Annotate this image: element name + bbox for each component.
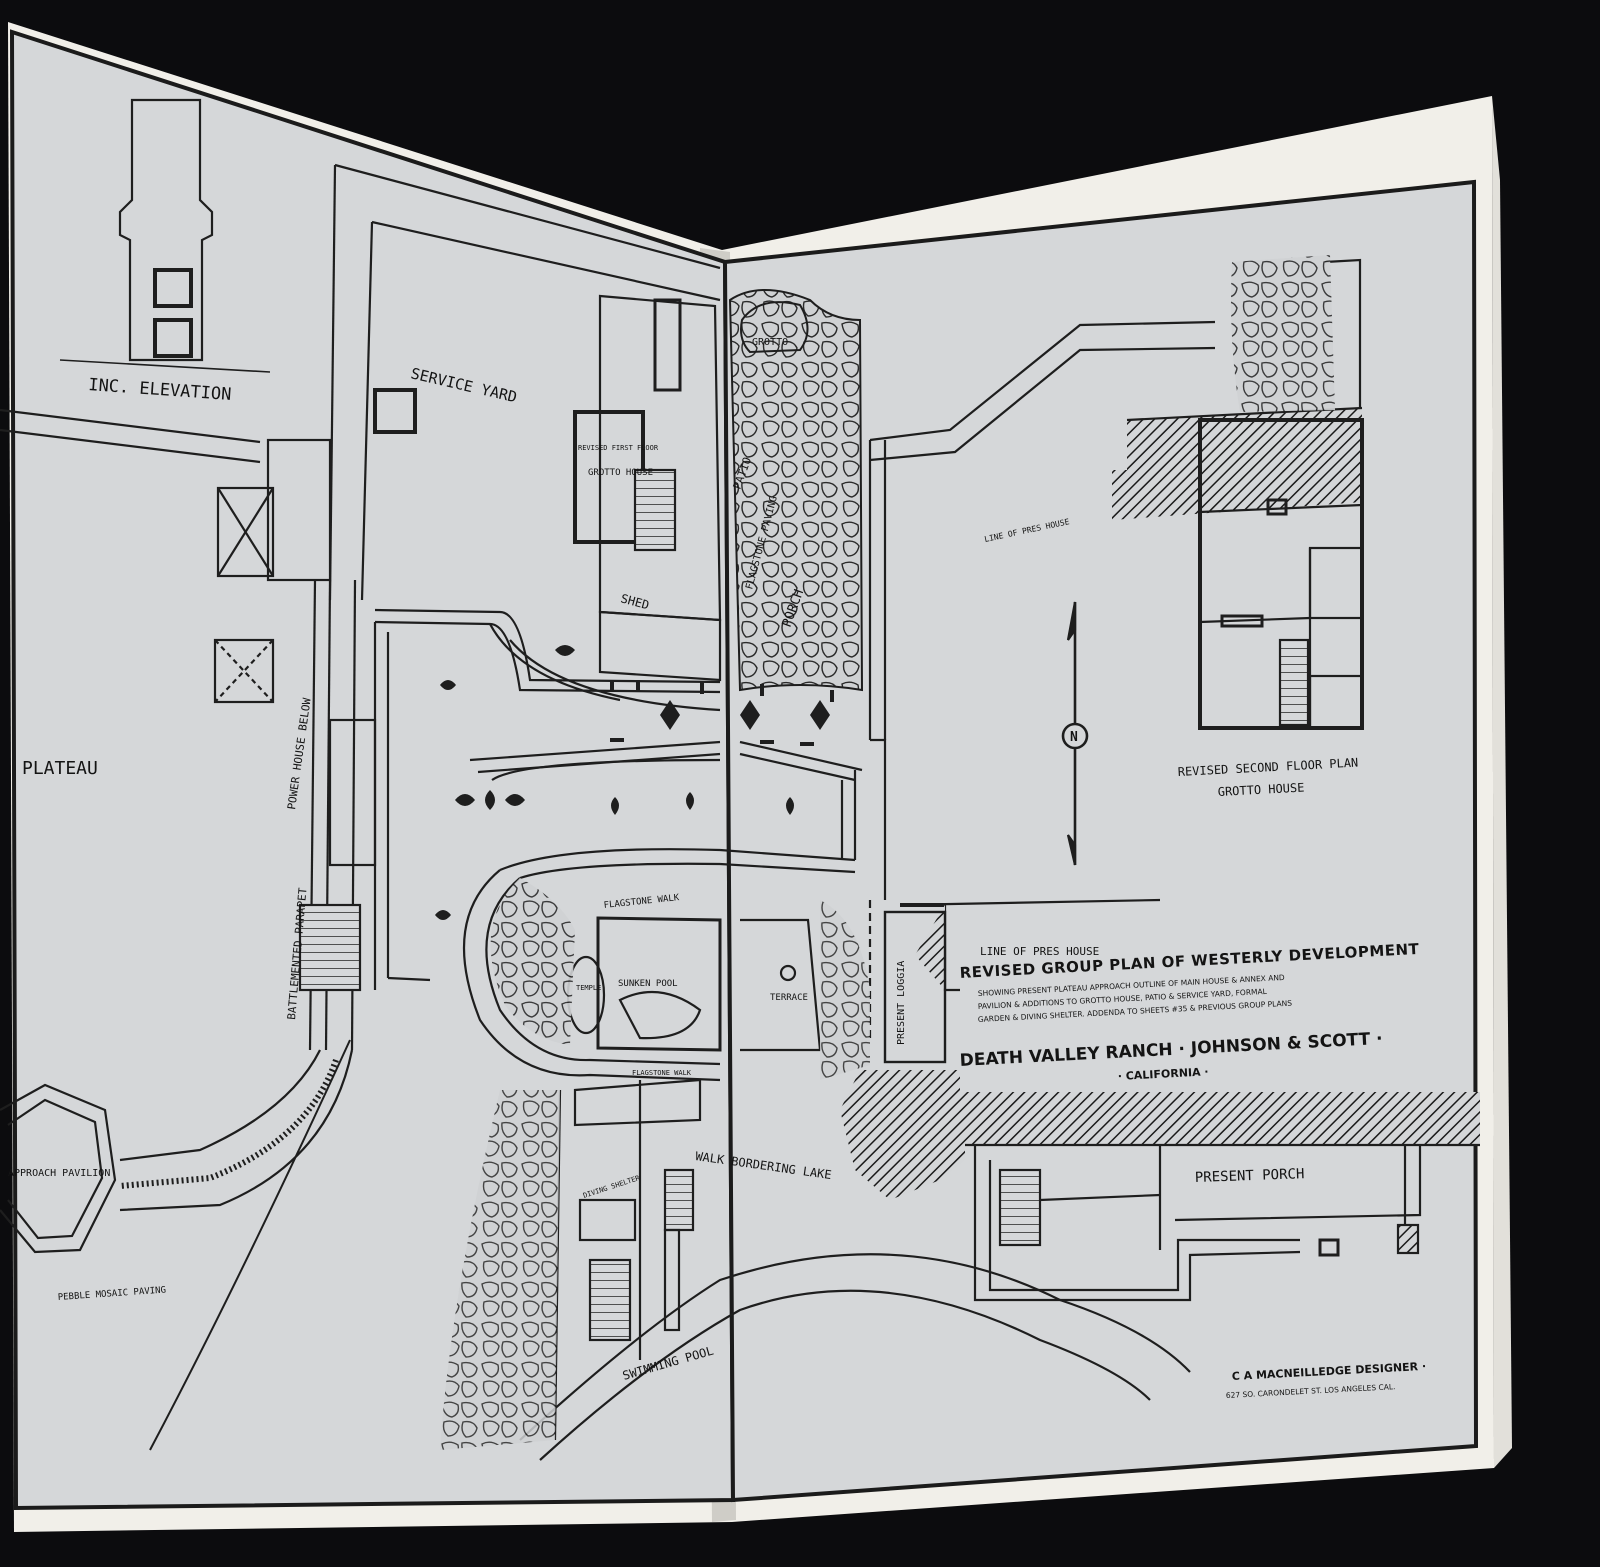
- label-grotto: GROTTO: [752, 337, 788, 348]
- title-state: · CALIFORNIA ·: [1117, 1065, 1208, 1083]
- label-approach-pavilion: APPROACH PAVILION: [8, 1168, 110, 1179]
- balustrade-marks: [610, 680, 834, 746]
- plan-linework: [0, 98, 1480, 1461]
- label-terrace: TERRACE: [770, 993, 808, 1003]
- label-revised-first-floor: REVISED FIRST FLOOR: [578, 444, 659, 452]
- label-sunken-pool: SUNKEN POOL: [618, 979, 678, 989]
- stone-paving-grotto: [728, 289, 864, 692]
- parterre-motifs: [435, 645, 830, 920]
- stone-paving-pool: [490, 878, 575, 1045]
- label-plateau: PLATEAU: [22, 758, 98, 779]
- label-flagstone-walk-2: FLAGSTONE WALK: [632, 1069, 692, 1077]
- label-present-loggia: PRESENT LOGGIA: [896, 961, 907, 1045]
- book-edge: [1492, 96, 1512, 1468]
- label-grotto-house: GROTTO HOUSE: [588, 468, 653, 478]
- stone-mosaic-northeast: [1231, 255, 1335, 412]
- label-present-porch: PRESENT PORCH: [1195, 1166, 1305, 1186]
- stone-paving-lake: [440, 1090, 560, 1450]
- label-temple: TEMPLE: [576, 984, 601, 992]
- north-arrow-letter: N: [1070, 730, 1078, 745]
- label-line-of-pres-house-2: LINE OF PRES HOUSE: [980, 945, 1099, 958]
- stone-paving-terrace: [820, 900, 870, 1080]
- grotto-rock: [740, 301, 809, 354]
- label-grotto-house-2: GROTTO HOUSE: [1217, 780, 1304, 799]
